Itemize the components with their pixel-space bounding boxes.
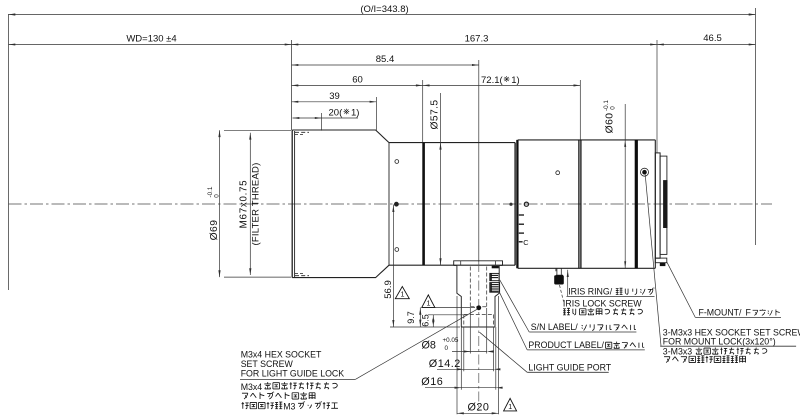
svg-text:1: 1 — [508, 402, 512, 411]
svg-text:0: 0 — [610, 106, 617, 110]
svg-text:39: 39 — [329, 91, 340, 102]
svg-text:1): 1) — [511, 75, 519, 86]
svg-text:3-M3x3 HEX SOCKET SET SCREW: 3-M3x3 HEX SOCKET SET SCREW — [663, 328, 800, 338]
svg-text:FOR MOUNT LOCK(3x120°): FOR MOUNT LOCK(3x120°) — [663, 336, 776, 346]
svg-text:0: 0 — [445, 345, 449, 352]
svg-text:F: F — [746, 308, 752, 318]
svg-text:Ø16: Ø16 — [421, 376, 443, 388]
svg-text:-0.1: -0.1 — [207, 186, 214, 197]
svg-text:(O/I=343.8): (O/I=343.8) — [360, 4, 408, 15]
svg-text:1: 1 — [401, 290, 405, 299]
svg-text:Ø60: Ø60 — [605, 113, 616, 134]
svg-text:3-M3x3: 3-M3x3 — [663, 347, 692, 357]
svg-text:IRIS LOCK SCREW: IRIS LOCK SCREW — [563, 298, 642, 308]
svg-text:Ø69: Ø69 — [209, 220, 220, 241]
svg-text:20(: 20( — [329, 107, 344, 118]
svg-text:9.7: 9.7 — [406, 311, 416, 324]
svg-text:167.3: 167.3 — [465, 34, 489, 45]
svg-text:Ø8: Ø8 — [422, 340, 436, 352]
svg-text:1: 1 — [427, 298, 431, 307]
svg-text:FOR LIGHT GUIDE LOCK: FOR LIGHT GUIDE LOCK — [241, 369, 345, 379]
svg-text:Ø14.2: Ø14.2 — [429, 358, 461, 370]
svg-text:Ø20: Ø20 — [468, 402, 490, 414]
svg-text:M3x4 HEX SOCKET: M3x4 HEX SOCKET — [241, 350, 322, 360]
svg-text:60: 60 — [352, 75, 363, 86]
svg-text:72.1(: 72.1( — [481, 75, 503, 86]
svg-text:-0.1: -0.1 — [603, 100, 610, 111]
svg-text:46.5: 46.5 — [703, 33, 722, 44]
svg-text:WD=130 ±4: WD=130 ±4 — [126, 34, 176, 45]
svg-text:+0.05: +0.05 — [443, 337, 459, 344]
svg-text:(FILTER THREAD): (FILTER THREAD) — [250, 163, 261, 246]
svg-text:M67x0.75: M67x0.75 — [238, 180, 249, 229]
svg-text:IRIS RING/: IRIS RING/ — [568, 287, 613, 297]
svg-text:56.9: 56.9 — [383, 280, 394, 299]
svg-text:M3x4: M3x4 — [241, 382, 263, 392]
svg-text:Ø57.5: Ø57.5 — [430, 99, 441, 129]
svg-text:S/N LABEL/: S/N LABEL/ — [531, 322, 578, 332]
svg-text:C: C — [523, 238, 528, 247]
svg-text:85.4: 85.4 — [376, 54, 395, 65]
svg-text:SET SCREW: SET SCREW — [241, 359, 294, 369]
svg-text:1): 1) — [351, 107, 359, 118]
svg-text:PRODUCT LABEL/: PRODUCT LABEL/ — [528, 340, 604, 350]
svg-text:LIGHT GUIDE PORT: LIGHT GUIDE PORT — [528, 363, 611, 373]
svg-text:6.5: 6.5 — [421, 314, 431, 327]
svg-text:0: 0 — [214, 194, 221, 198]
svg-text:M3: M3 — [283, 401, 295, 411]
svg-text:F-MOUNT/: F-MOUNT/ — [699, 308, 743, 318]
